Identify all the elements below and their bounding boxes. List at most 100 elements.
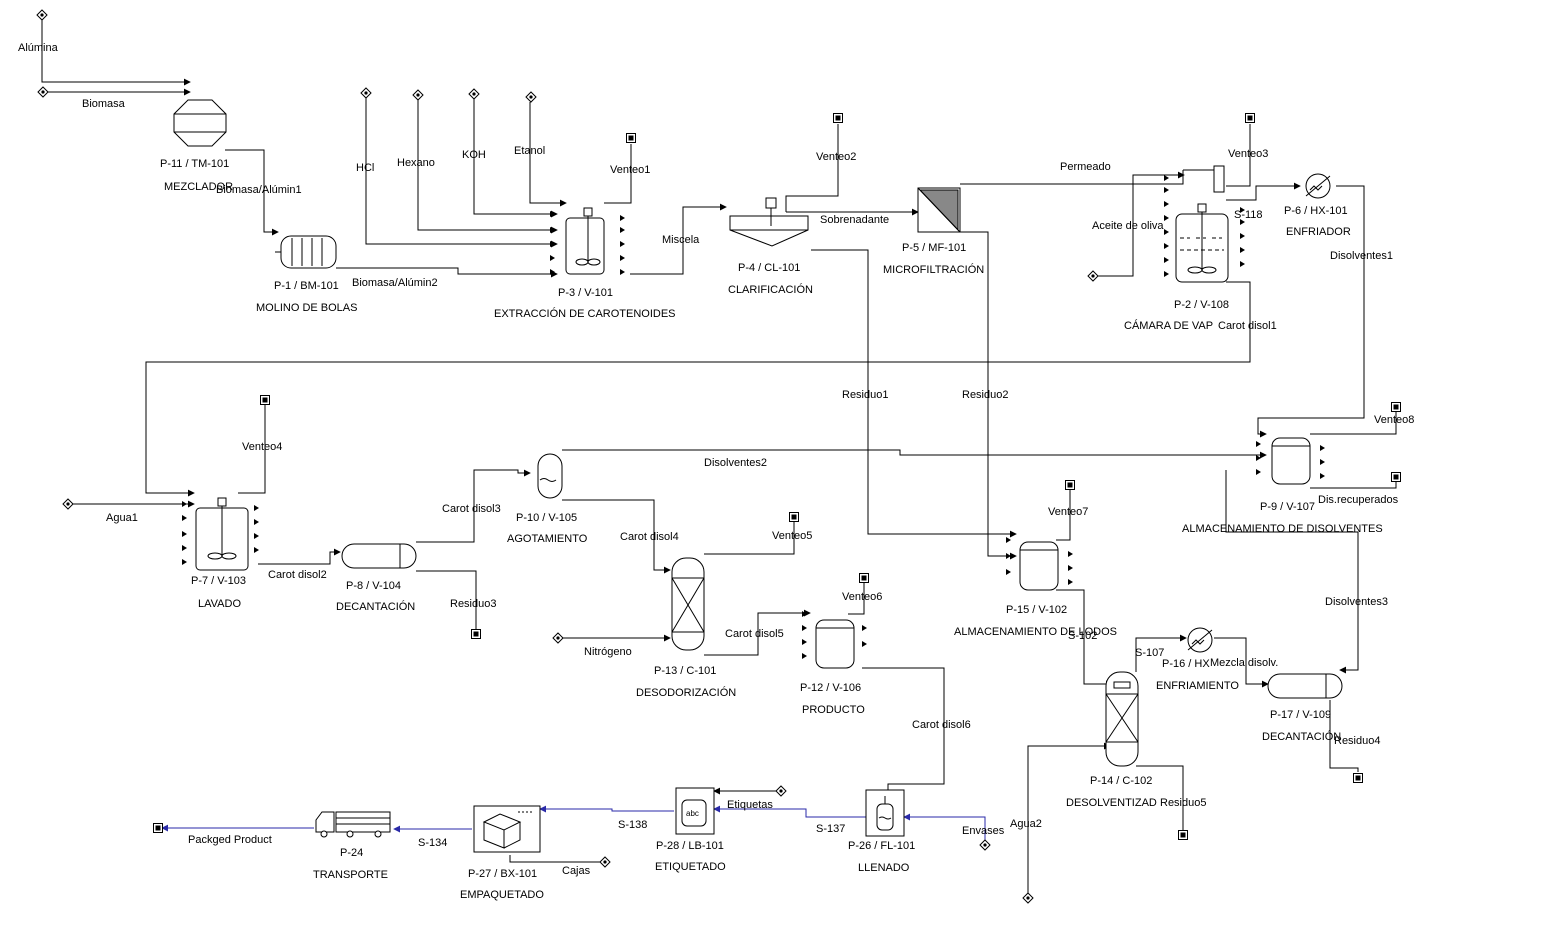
stream-label: Cajas bbox=[562, 865, 591, 877]
unit-name: MOLINO DE BOLAS bbox=[256, 302, 357, 314]
decanter-icon[interactable] bbox=[341, 543, 417, 569]
stirred-reactor-icon[interactable] bbox=[182, 497, 259, 571]
unit-name: EXTRACCIÓN DE CAROTENOIDES bbox=[494, 307, 676, 320]
storage-tank-icon[interactable] bbox=[1006, 537, 1073, 591]
stream-label: Residuo1 bbox=[842, 389, 888, 401]
stream-label: Hexano bbox=[397, 157, 435, 169]
unit-id: P-27 / BX-101 bbox=[468, 868, 537, 880]
stream-label: S-107 bbox=[1135, 647, 1164, 659]
stream-label: Residuo4 bbox=[1334, 735, 1380, 747]
stirred-reactor-icon[interactable] bbox=[550, 207, 625, 275]
microfilter-icon[interactable] bbox=[917, 187, 961, 233]
filler-icon[interactable] bbox=[865, 789, 905, 837]
stream-label: Dis.recuperados bbox=[1318, 494, 1399, 506]
stream-label: Biomasa/Alúmin1 bbox=[216, 184, 302, 196]
storage-tank-icon[interactable] bbox=[1256, 437, 1325, 485]
unit-id: P-16 / HX bbox=[1162, 658, 1210, 670]
stream-label: S-102 bbox=[1068, 630, 1097, 642]
mixer-icon[interactable] bbox=[173, 99, 227, 147]
boxing-icon[interactable] bbox=[473, 805, 541, 853]
labeler-icon[interactable]: abc bbox=[675, 787, 715, 835]
unit-name: DESODORIZACIÓN bbox=[636, 686, 736, 699]
stream-label: Venteo4 bbox=[242, 441, 282, 453]
unit-id: P-14 / C-102 bbox=[1090, 775, 1152, 787]
unit-id: P-7 / V-103 bbox=[191, 575, 246, 587]
unit-name: ENFRIADOR bbox=[1286, 226, 1351, 238]
flash-drum-icon[interactable] bbox=[537, 453, 563, 499]
stream-label: HCl bbox=[356, 162, 374, 174]
stream-labels: Alúmina Biomasa Biomasa/Alúmin1 Biomasa/… bbox=[18, 42, 1414, 877]
stream-label: Envases bbox=[962, 825, 1005, 837]
stream-label: Residuo3 bbox=[450, 598, 496, 610]
stream-label: Permeado bbox=[1060, 161, 1111, 173]
storage-tank-icon[interactable] bbox=[802, 611, 867, 669]
unit-id: P-12 / V-106 bbox=[800, 682, 861, 694]
stream-label: Venteo3 bbox=[1228, 148, 1268, 160]
unit-name: LAVADO bbox=[198, 598, 241, 610]
unit-id: P-3 / V-101 bbox=[558, 287, 613, 299]
stream-label: S-137 bbox=[816, 823, 845, 835]
stirred-reactor-icon[interactable] bbox=[1164, 165, 1245, 283]
clarifier-icon[interactable] bbox=[729, 197, 809, 247]
unit-id: P-8 / V-104 bbox=[346, 580, 401, 592]
unit-name: ENFRIAMIENTO bbox=[1156, 680, 1239, 692]
unit-id: P-28 / LB-101 bbox=[656, 840, 724, 852]
stream-label: Biomasa bbox=[82, 98, 126, 110]
unit-labels: P-11 / TM-101 MEZCLADOR P-1 / BM-101 MOL… bbox=[160, 158, 1383, 901]
unit-id: P-13 / C-101 bbox=[654, 665, 716, 677]
unit-id: P-17 / V-109 bbox=[1270, 709, 1331, 721]
unit-name: CÁMARA DE VAP bbox=[1124, 319, 1213, 332]
stream-label: Mezcla disolv. bbox=[1210, 657, 1278, 669]
stream-label: Disolventes2 bbox=[704, 457, 767, 469]
unit-id: P-11 / TM-101 bbox=[160, 158, 229, 170]
unit-name: ETIQUETADO bbox=[655, 861, 726, 873]
stream-label: Carot disol4 bbox=[620, 531, 679, 543]
heat-exchanger-icon[interactable] bbox=[1187, 627, 1213, 653]
unit-id: P-4 / CL-101 bbox=[738, 262, 800, 274]
stream-label: Carot disol3 bbox=[442, 503, 501, 515]
stream-label: Carot disol2 bbox=[268, 569, 327, 581]
packaging-lines bbox=[161, 787, 986, 863]
unit-name: TRANSPORTE bbox=[313, 869, 388, 881]
heat-exchanger-icon[interactable] bbox=[1305, 173, 1331, 199]
stream-label: Aceite de oliva bbox=[1092, 220, 1164, 232]
unit-id: P-15 / V-102 bbox=[1006, 604, 1067, 616]
stream-label: S-134 bbox=[418, 837, 447, 849]
stream-label: Venteo2 bbox=[816, 151, 856, 163]
stream-label: Carot disol1 bbox=[1218, 320, 1277, 332]
truck-icon[interactable] bbox=[315, 811, 391, 838]
unit-name: ALMACENAMIENTO DE DISOLVENTES bbox=[1182, 523, 1383, 535]
stream-label: Residuo5 bbox=[1160, 797, 1206, 809]
stream-label: Disolventes1 bbox=[1330, 250, 1393, 262]
stream-label: Disolventes3 bbox=[1325, 596, 1388, 608]
column-icon[interactable] bbox=[1105, 671, 1139, 767]
stream-label: Agua2 bbox=[1010, 818, 1042, 830]
unit-id: P-6 / HX-101 bbox=[1284, 205, 1348, 217]
unit-id: P-2 / V-108 bbox=[1174, 299, 1229, 311]
ball-mill-icon[interactable] bbox=[275, 235, 337, 269]
stream-label: Venteo5 bbox=[772, 530, 812, 542]
unit-name: MICROFILTRACIÓN bbox=[883, 263, 984, 276]
stream-label: Nitrógeno bbox=[584, 646, 632, 658]
stream-label: Sobrenadante bbox=[820, 214, 889, 226]
unit-name: ALMACENAMIENTO DE LODOS bbox=[954, 626, 1117, 638]
decanter-icon[interactable] bbox=[1267, 673, 1343, 699]
stream-label: Residuo2 bbox=[962, 389, 1008, 401]
unit-name: CLARIFICACIÓN bbox=[728, 283, 813, 296]
unit-name: EMPAQUETADO bbox=[460, 889, 544, 901]
stream-lines bbox=[41, 20, 1397, 894]
unit-name: PRODUCTO bbox=[802, 704, 865, 716]
stream-label: S-138 bbox=[618, 819, 647, 831]
column-icon[interactable] bbox=[671, 557, 705, 651]
stream-label: S-118 bbox=[1234, 209, 1263, 221]
stream-label: Agua1 bbox=[106, 512, 138, 524]
unit-id: P-1 / BM-101 bbox=[274, 280, 339, 292]
unit-id: P-24 bbox=[340, 847, 363, 859]
stream-label: Alúmina bbox=[18, 42, 59, 54]
stream-label: Venteo1 bbox=[610, 164, 650, 176]
stream-label: Etanol bbox=[514, 145, 545, 157]
unit-id: P-5 / MF-101 bbox=[902, 242, 966, 254]
stream-label: KOH bbox=[462, 149, 486, 161]
unit-name: LLENADO bbox=[858, 862, 910, 874]
